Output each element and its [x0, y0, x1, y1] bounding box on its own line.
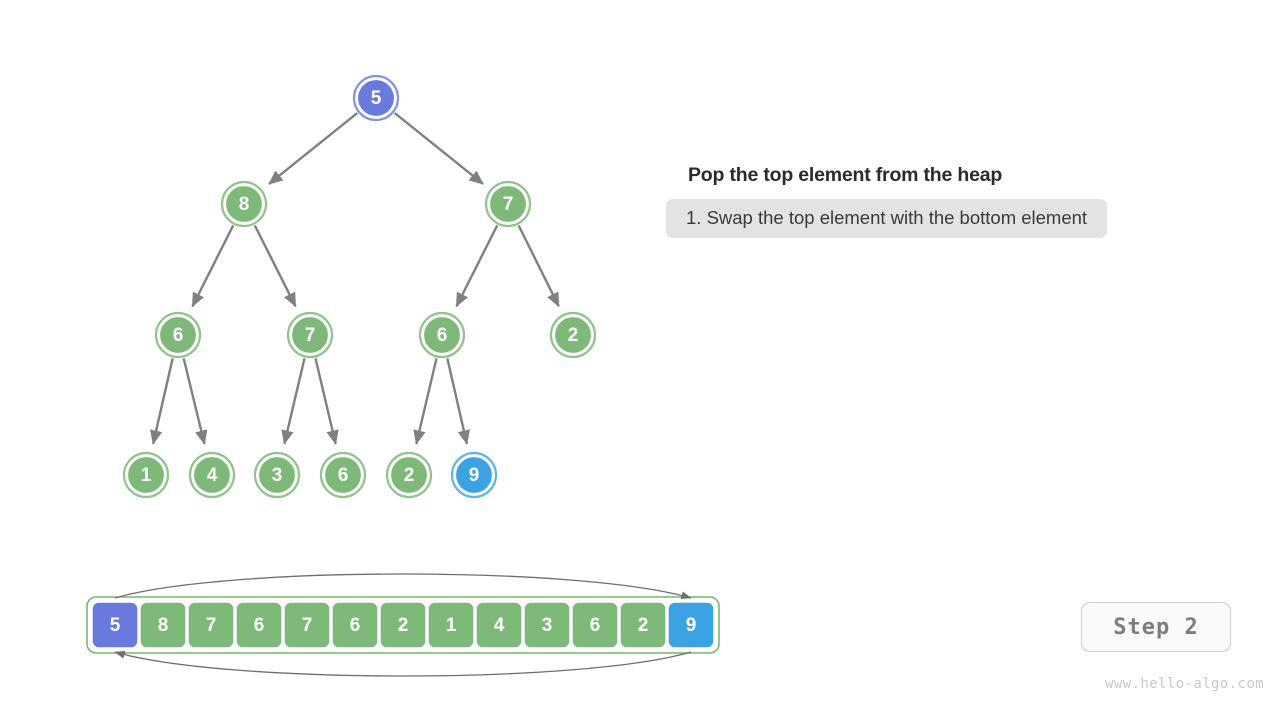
tree-edge: [150, 358, 174, 445]
array-cell: 8: [139, 601, 187, 649]
array-cell: 7: [283, 601, 331, 649]
instruction-panel: Pop the top element from the heap 1. Swa…: [666, 164, 1248, 238]
tree-node: 6: [154, 311, 202, 359]
tree-node: 2: [549, 311, 597, 359]
swap-arc-top: [114, 573, 692, 600]
array-cell-label: 5: [110, 615, 121, 636]
array-cell-label: 7: [302, 615, 313, 636]
tree-node-label: 8: [239, 194, 250, 215]
array-cell: 4: [475, 601, 523, 649]
step-text-1: 1. Swap the top element with the bottom …: [666, 199, 1108, 238]
tree-node: 2: [385, 451, 433, 499]
tree-node-label: 4: [207, 465, 218, 486]
array-cell-label: 4: [494, 615, 505, 636]
tree-node: 4: [188, 451, 236, 499]
tree-node: 5: [352, 74, 400, 122]
tree-edge: [268, 112, 359, 185]
array-cell-label: 9: [686, 615, 697, 636]
tree-node-label: 6: [173, 325, 184, 346]
tree-edge: [413, 358, 438, 445]
tree-edge: [182, 358, 208, 445]
tree-node: 3: [253, 451, 301, 499]
tree-node-label: 6: [338, 465, 349, 486]
array-cell: 6: [331, 601, 379, 649]
step-badge: Step 2: [1081, 602, 1231, 652]
list-item: 1. Swap the top element with the bottom …: [666, 199, 1248, 238]
page-title: Pop the top element from the heap: [688, 164, 1003, 186]
tree-node: 1: [122, 451, 170, 499]
tree-node: 7: [286, 311, 334, 359]
tree-node-label: 2: [404, 465, 415, 486]
array-cell-label: 6: [590, 615, 601, 636]
tree-node: 6: [418, 311, 466, 359]
tree-node-label: 5: [371, 88, 382, 109]
array-outline: [86, 596, 720, 654]
watermark: www.hello-algo.com: [1105, 676, 1264, 692]
array-cell: 9: [667, 601, 715, 649]
step-list: 1. Swap the top element with the bottom …: [666, 199, 1248, 238]
tree-node-label: 7: [305, 325, 316, 346]
array-cell: 3: [523, 601, 571, 649]
tree-edge-group: [150, 112, 560, 445]
array-cell-label: 3: [542, 615, 553, 636]
tree-edge: [314, 358, 339, 445]
array-cell-label: 8: [158, 615, 169, 636]
array-cell: 7: [187, 601, 235, 649]
array-cell-label: 6: [350, 615, 361, 636]
tree-node: 9: [450, 451, 498, 499]
array-cell: 2: [379, 601, 427, 649]
array-cell: 6: [571, 601, 619, 649]
tree-node-label: 2: [568, 325, 579, 346]
array-cell-label: 2: [638, 615, 649, 636]
array-group: 5 8 7 6 7 6 2 1 4 3 6 2 9: [86, 596, 720, 654]
tree-node-label: 6: [437, 325, 448, 346]
array-cell-label: 6: [254, 615, 265, 636]
tree-edge: [191, 224, 235, 308]
tree-node: 8: [220, 180, 268, 228]
array-cell-label: 1: [446, 615, 457, 636]
tree-node-label: 9: [469, 465, 480, 486]
swap-arc-group: [114, 573, 692, 677]
tree-edge: [517, 224, 560, 308]
swap-arc-bottom: [114, 650, 692, 677]
tree-node-label: 1: [141, 465, 152, 486]
tree-edge: [253, 224, 297, 308]
array-cell-label: 2: [398, 615, 409, 636]
array-cell: 5: [91, 601, 139, 649]
tree-edge: [455, 224, 499, 308]
tree-node-group: 5 8 7 6 7 6 2 1 4 3 6 2 9: [122, 74, 597, 499]
tree-node-label: 3: [272, 465, 283, 486]
tree-node: 6: [319, 451, 367, 499]
array-cell: 6: [235, 601, 283, 649]
tree-node: 7: [484, 180, 532, 228]
array-cell: 1: [427, 601, 475, 649]
array-cell: 2: [619, 601, 667, 649]
tree-node-label: 7: [503, 194, 514, 215]
tree-edge: [281, 358, 306, 445]
tree-edge: [446, 358, 470, 445]
tree-edge: [393, 112, 484, 185]
array-cell-label: 7: [206, 615, 217, 636]
